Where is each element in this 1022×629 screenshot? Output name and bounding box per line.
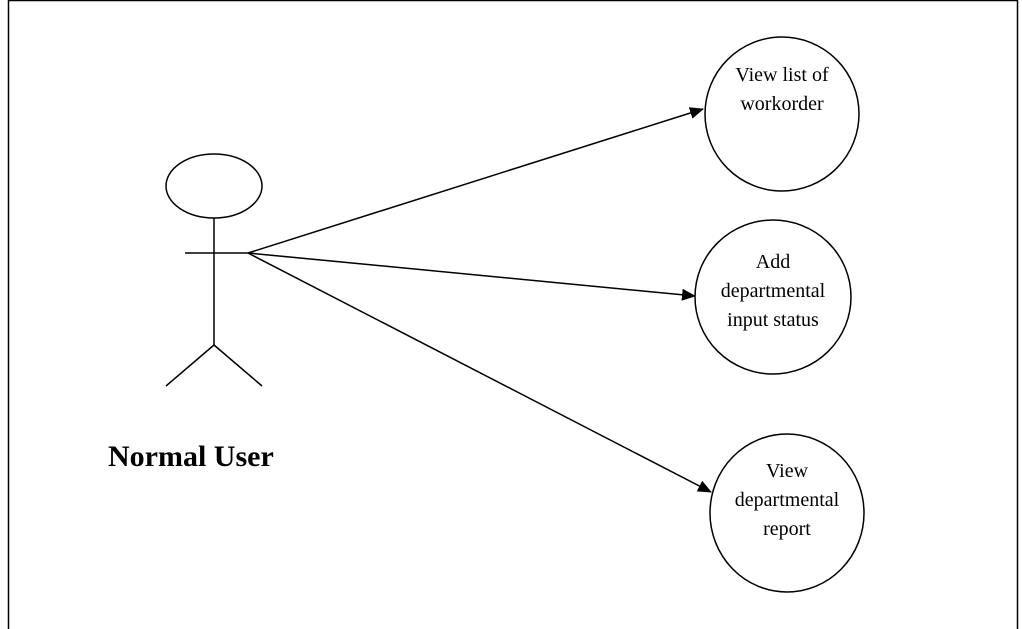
use-case-label-1: View list of workorder (716, 61, 848, 119)
use-case-label-line: workorder (740, 93, 824, 115)
use-case-label-2: Add departmental input status (703, 248, 843, 335)
actor-label: Normal User (108, 440, 274, 473)
use-case-label-line: input status (727, 309, 819, 331)
use-case-label-line: report (763, 518, 811, 540)
use-case-label-3: View departmental report (717, 457, 857, 544)
use-case-ellipse-1 (704, 36, 860, 192)
association-arrow-1 (247, 107, 704, 254)
actor-head (165, 153, 263, 219)
use-case-ellipse-2 (694, 219, 852, 375)
use-case-label-line: Add (755, 251, 791, 273)
association-arrow-2 (247, 252, 696, 301)
use-case-label-line: View (765, 460, 809, 482)
actor-left-leg (165, 344, 215, 387)
use-case-label-line: View list of (735, 64, 829, 86)
actor-right-leg (213, 344, 263, 387)
use-case-label-line: departmental (734, 489, 840, 511)
diagram-frame (7, 0, 1019, 629)
association-arrow-3 (247, 252, 712, 493)
use-case-ellipse-3 (709, 433, 865, 593)
actor-figure (165, 153, 263, 387)
use-case-label-line: departmental (720, 280, 826, 302)
